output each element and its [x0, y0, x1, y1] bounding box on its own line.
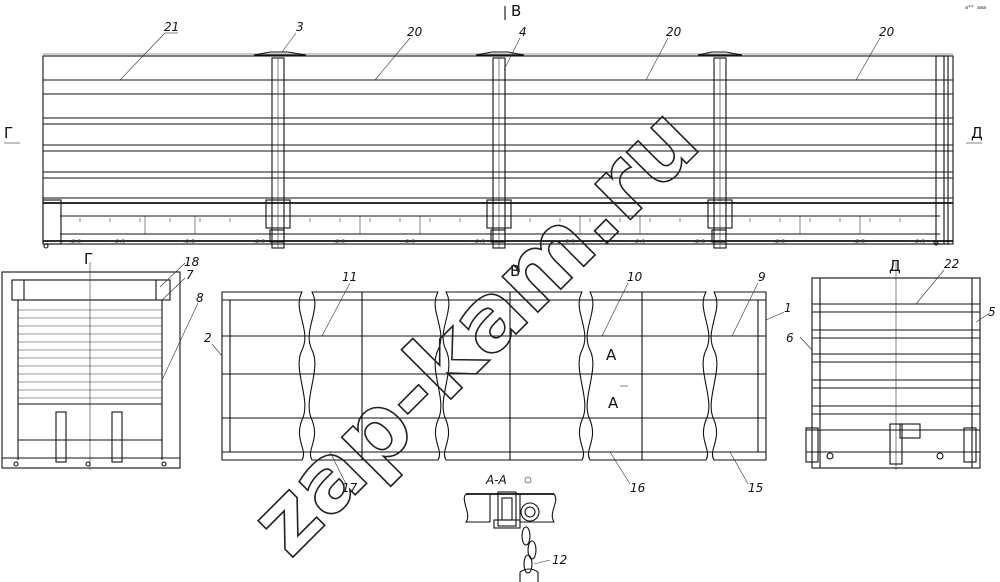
plan-view-v: [211, 282, 785, 485]
section-label-a-lower: А: [608, 394, 619, 412]
svg-text:~≈2.5: ~≈2.5: [330, 239, 345, 245]
end-view-d: [799, 262, 991, 470]
section-rotation-icon: [524, 476, 532, 484]
side-elevation-view: ~≈2.5 ~≈2.5 ~≈2.5 ~≈2.5 ~≈2.5 ~≈2.5 ~≈2.…: [4, 6, 982, 249]
callout-8: 8: [196, 291, 204, 305]
stanchion-1: [253, 51, 307, 249]
svg-text:~≈2.5: ~≈2.5: [66, 239, 81, 245]
view-marker-b: B: [511, 2, 521, 20]
callout-3: 3: [296, 20, 304, 34]
svg-text:~≈2.5: ~≈2.5: [470, 239, 485, 245]
section-label-a-upper: А: [606, 346, 617, 364]
callout-17: 17: [342, 481, 358, 495]
svg-text:~≈2.5: ~≈2.5: [630, 239, 645, 245]
callout-2: 2: [204, 331, 212, 345]
svg-text:~≈2.5: ~≈2.5: [180, 239, 195, 245]
svg-text:~≈2.5: ~≈2.5: [850, 239, 865, 245]
callout-6: 6: [786, 331, 794, 345]
stanchion-3: [697, 51, 743, 249]
callout-9: 9: [758, 270, 766, 284]
callout-20-c: 20: [879, 25, 895, 39]
view-label-d: Д: [889, 257, 901, 275]
callout-18: 18: [184, 255, 200, 269]
section-a-a: [463, 491, 557, 582]
callout-1: 1: [784, 301, 792, 315]
svg-text:~≈2.5: ~≈2.5: [910, 239, 925, 245]
end-view-g: [1, 262, 199, 470]
callout-10: 10: [627, 270, 643, 284]
callout-21: 21: [164, 20, 179, 34]
callout-4: 4: [519, 25, 527, 39]
callout-12: 12: [552, 553, 567, 567]
beam-dimension-marks: ~≈2.5 ~≈2.5 ~≈2.5 ~≈2.5 ~≈2.5 ~≈2.5 ~≈2.…: [66, 239, 925, 245]
callout-20-a: 20: [407, 25, 423, 39]
stamp-text: a** ааа: [965, 5, 986, 11]
svg-text:~≈2.5: ~≈2.5: [690, 239, 705, 245]
view-label-v: В: [510, 262, 520, 280]
view-marker-d: Д: [971, 124, 983, 142]
callout-22: 22: [944, 257, 959, 271]
callout-11: 11: [342, 270, 357, 284]
watermark-text: zap-kam.ru: [230, 87, 719, 576]
callout-7: 7: [186, 268, 194, 282]
svg-text:~≈2.5: ~≈2.5: [560, 239, 575, 245]
stanchion-2: [475, 51, 525, 249]
callout-20-b: 20: [666, 25, 682, 39]
section-label-aa: А-А: [485, 473, 507, 487]
callout-16: 16: [630, 481, 646, 495]
callout-5: 5: [988, 305, 996, 319]
callout-15: 15: [748, 481, 763, 495]
svg-text:~≈2.5: ~≈2.5: [110, 239, 125, 245]
view-label-g: Г: [84, 250, 93, 268]
svg-text:~≈2.5: ~≈2.5: [770, 239, 785, 245]
svg-text:~≈2.5: ~≈2.5: [250, 239, 265, 245]
view-marker-g: Г: [4, 124, 13, 142]
svg-text:~≈2.5: ~≈2.5: [400, 239, 415, 245]
